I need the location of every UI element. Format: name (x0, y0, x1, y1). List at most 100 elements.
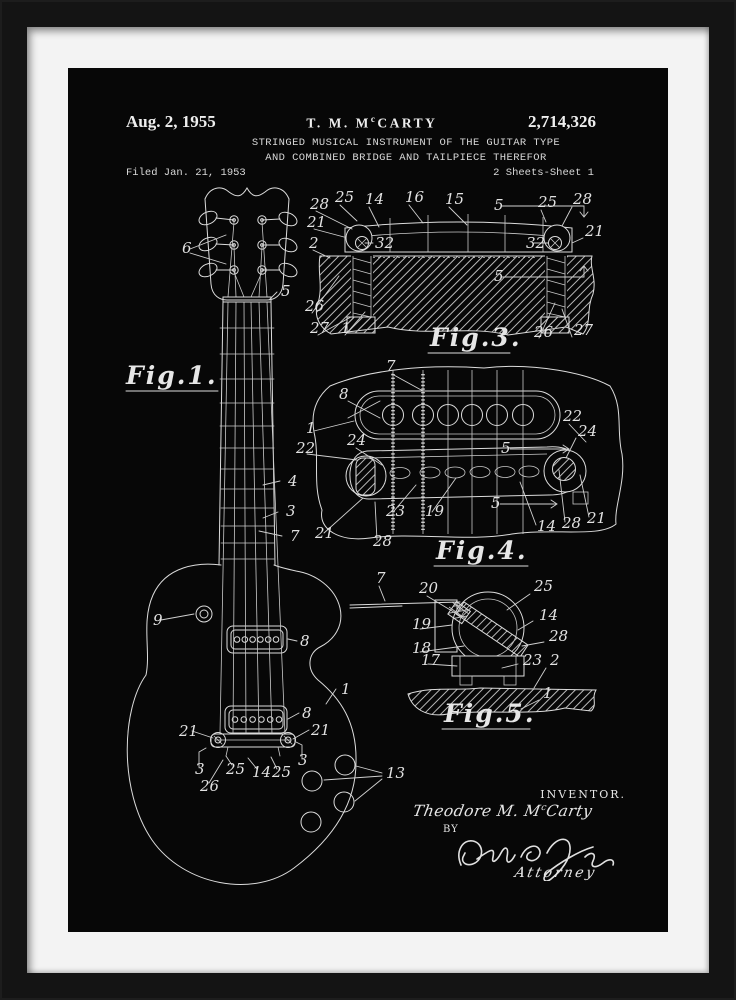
ref-numeral-28: 28 (561, 514, 581, 532)
ref-numeral-21: 21 (586, 509, 606, 527)
inventor-name-header: T. M. McCARTY (306, 113, 438, 131)
ref-numeral-14: 14 (539, 606, 558, 624)
ref-numeral-25: 25 (334, 188, 354, 206)
ref-numeral-24: 24 (346, 431, 366, 449)
ref-numeral-3: 3 (298, 751, 308, 769)
bridge-bar (344, 221, 573, 253)
guitar-neck (218, 301, 276, 566)
fig1-leader-lines (160, 234, 383, 802)
ref-numeral-3: 3 (195, 760, 205, 778)
fig4-label: Fig.4. (435, 536, 528, 565)
ref-numeral-32: 32 (375, 234, 394, 252)
patent-print: Aug. 2, 1955 T. M. McCARTY 2,714,326 STR… (68, 68, 668, 932)
ref-numeral-21: 21 (306, 213, 326, 231)
attorney-signature (458, 838, 615, 881)
ref-numeral-21: 21 (584, 222, 604, 240)
ref-numeral-1: 1 (341, 319, 351, 337)
ref-numeral-5: 5 (491, 494, 501, 512)
mat-border: Aug. 2, 1955 T. M. McCARTY 2,714,326 STR… (27, 27, 709, 973)
guitar-nut (222, 296, 272, 303)
ref-numeral-23: 23 (385, 502, 405, 520)
by-label: BY (443, 824, 459, 835)
guitar-strings (219, 301, 286, 735)
patent-date: Aug. 2, 1955 (126, 112, 216, 131)
ref-numeral-15: 15 (445, 190, 464, 208)
ref-numeral-21: 21 (178, 722, 198, 740)
ref-numeral-5: 5 (494, 196, 504, 214)
ref-numeral-26: 26 (533, 323, 554, 341)
ref-numeral-9: 9 (153, 611, 163, 629)
ref-numeral-3: 3 (286, 502, 296, 520)
guitar-body-outline (126, 563, 357, 885)
guitar-headstock (204, 186, 290, 301)
patent-title-line2: AND COMBINED BRIDGE AND TAILPIECE THEREF… (265, 151, 547, 164)
ref-numeral-22: 22 (562, 407, 582, 425)
volume-tone-knobs (300, 754, 356, 833)
ref-numeral-5: 5 (501, 439, 511, 457)
ref-numeral-27: 27 (573, 321, 594, 339)
ref-numeral-25: 25 (537, 193, 557, 211)
bridge-pickup (224, 705, 288, 734)
patent-number: 2,714,326 (527, 112, 596, 131)
fig5-leader-lines (378, 585, 547, 710)
patent-title-line1: STRINGED MUSICAL INSTRUMENT OF THE GUITA… (251, 137, 561, 149)
ref-numeral-8: 8 (339, 385, 349, 403)
ref-numeral-23: 23 (522, 651, 542, 669)
fig3-leader-lines (311, 204, 589, 339)
ref-numeral-14: 14 (537, 517, 556, 535)
ref-numeral-28: 28 (372, 532, 392, 550)
ref-numeral-25: 25 (533, 577, 553, 595)
ref-numeral-7: 7 (376, 569, 386, 587)
patent-title: STRINGED MUSICAL INSTRUMENT OF THE GUITA… (106, 136, 706, 165)
toggle-switch (195, 605, 213, 623)
ref-numeral-28: 28 (572, 190, 592, 208)
ref-numeral-21: 21 (310, 721, 330, 739)
ref-numeral-25: 25 (271, 763, 291, 781)
fig4-leader-lines (306, 373, 590, 541)
ref-numeral-13: 13 (386, 764, 405, 782)
ref-numeral-18: 18 (412, 639, 431, 657)
ref-numeral-7: 7 (290, 527, 300, 545)
fig4-bridge-top-view (312, 365, 624, 540)
ref-numeral-25: 25 (225, 760, 245, 778)
ref-numeral-19: 19 (412, 615, 432, 633)
fig3-label: Fig.3. (429, 323, 522, 352)
ref-numeral-26: 26 (199, 777, 220, 795)
ref-numeral-4: 4 (287, 472, 298, 490)
ref-numeral-27: 27 (309, 319, 330, 337)
ref-numeral-20: 20 (418, 579, 439, 597)
ref-numeral-8: 8 (300, 632, 310, 650)
patent-header: Aug. 2, 1955 T. M. McCARTY 2,714,326 STR… (68, 112, 668, 179)
ref-numeral-17: 17 (421, 651, 441, 669)
ref-numeral-14: 14 (252, 763, 271, 781)
ref-numeral-5: 5 (494, 267, 504, 285)
signature-block: INVENTOR. Theodore M. McCarty BY Attorne… (411, 788, 648, 881)
ref-numeral-1: 1 (543, 684, 553, 702)
ref-numeral-19: 19 (425, 502, 445, 520)
ref-numeral-28: 28 (548, 627, 568, 645)
string-line (349, 601, 461, 609)
tailpiece-bridge (210, 732, 296, 757)
ref-numeral-24: 24 (577, 422, 597, 440)
ref-numeral-26: 26 (304, 297, 325, 315)
inventor-signature-name: Theodore M. McCarty (411, 802, 594, 820)
fig5-reference-numerals: 7 20 25 14 19 18 28 17 23 2 1 (376, 569, 568, 702)
ref-numeral-16: 16 (405, 188, 425, 206)
fig3-bridge-cross-section (315, 214, 595, 336)
ref-numeral-22: 22 (295, 439, 315, 457)
fig1-label: Fig.1. (125, 361, 218, 390)
ref-numeral-1: 1 (306, 419, 316, 437)
ref-numeral-14: 14 (365, 190, 384, 208)
ref-numeral-6: 6 (182, 239, 192, 257)
ref-numeral-1: 1 (341, 680, 351, 698)
fig5-label: Fig.5. (443, 699, 536, 728)
ref-numeral-7: 7 (386, 357, 396, 375)
ref-numeral-2: 2 (549, 651, 560, 669)
ref-numeral-5: 5 (281, 282, 291, 300)
inventor-caption: INVENTOR. (540, 788, 626, 801)
